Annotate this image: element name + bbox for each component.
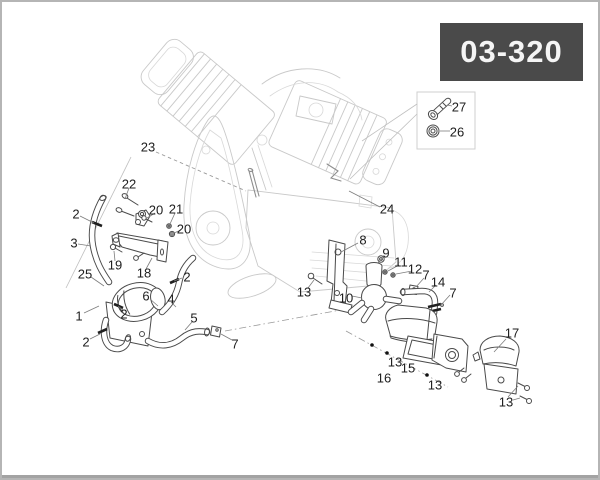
- callout-16: 16: [377, 371, 391, 386]
- callout-15: 15: [401, 361, 415, 376]
- bullet-dot: [370, 343, 374, 347]
- air-pump-assembly: [88, 194, 222, 353]
- callout-20: 20: [177, 222, 191, 237]
- callout-13: 13: [499, 395, 513, 410]
- callout-25: 25: [78, 267, 92, 282]
- mounting-bracket-assembly: [109, 193, 176, 263]
- bullet-dots: [370, 343, 429, 377]
- callout-9: 9: [382, 246, 389, 261]
- resonator-assembly: [472, 335, 532, 404]
- callout-2: 2: [120, 307, 127, 322]
- page-code-badge: 03-320: [440, 23, 583, 81]
- callout-7: 7: [422, 268, 429, 283]
- callout-13: 13: [297, 285, 311, 300]
- callout-14: 14: [431, 275, 445, 290]
- callout-21: 21: [169, 202, 183, 217]
- callout-3: 3: [70, 236, 77, 251]
- callout-1: 1: [75, 309, 82, 324]
- callout-22: 22: [122, 177, 136, 192]
- leader-lines: [77, 187, 521, 401]
- callout-17: 17: [505, 326, 519, 341]
- callout-23: 23: [141, 140, 155, 155]
- callout-24: 24: [380, 202, 394, 217]
- callout-12: 12: [408, 262, 422, 277]
- callout-26: 26: [450, 125, 464, 140]
- callout-20: 20: [149, 203, 163, 218]
- callout-2: 2: [82, 335, 89, 350]
- callout-13: 13: [428, 378, 442, 393]
- bolt-27: [427, 97, 452, 120]
- callout-8: 8: [359, 233, 366, 248]
- callout-5: 5: [190, 311, 197, 326]
- callout-7: 7: [449, 286, 456, 301]
- check-valve-assembly: [307, 239, 444, 324]
- callout-6: 6: [142, 289, 149, 304]
- callout-13: 13: [388, 355, 402, 370]
- hardware-inset-box: [349, 91, 476, 180]
- nut-26: [426, 124, 440, 138]
- callout-11: 11: [394, 255, 408, 270]
- callout-27: 27: [452, 100, 466, 115]
- callout-2: 2: [183, 270, 190, 285]
- bullet-dot: [425, 373, 429, 377]
- assembly-axis-lines: [65, 151, 449, 388]
- callout-7: 7: [231, 337, 238, 352]
- airbox-exploded: [385, 304, 472, 383]
- bullet-dot: [385, 351, 389, 355]
- engine-wireframe: [140, 38, 409, 299]
- callout-10: 10: [339, 291, 353, 306]
- callout-18: 18: [137, 266, 151, 281]
- callout-2: 2: [72, 207, 79, 222]
- callout-19: 19: [108, 258, 122, 273]
- callout-4: 4: [167, 292, 174, 307]
